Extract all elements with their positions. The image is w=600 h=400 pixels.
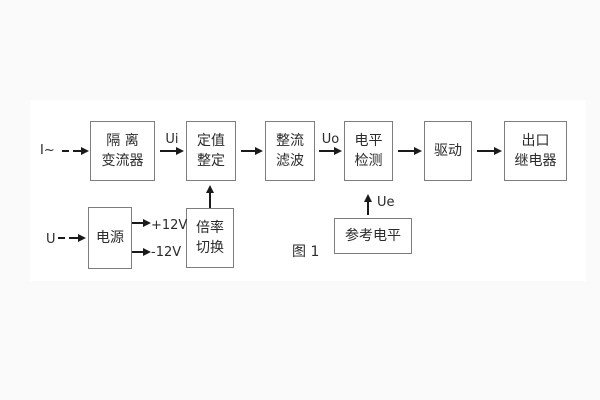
node-ratio-line2: 切换	[196, 240, 224, 256]
node-power-line1: 电源	[96, 230, 124, 246]
node-reference-level: 参考电平	[334, 218, 412, 254]
node-isolation-line1: 隔 离	[106, 133, 139, 149]
node-rectify-line1: 整流	[276, 133, 304, 149]
node-setting-line2: 整定	[197, 153, 225, 169]
arrow-input-voltage	[58, 233, 86, 243]
node-setting-line1: 定值	[197, 133, 225, 149]
node-drive: 驱动	[424, 121, 472, 181]
figure-caption: 图 1	[292, 244, 320, 260]
node-reference-line1: 参考电平	[345, 228, 401, 244]
node-setting: 定值 整定	[186, 121, 236, 181]
node-isolation-transformer: 隔 离 变流器	[90, 121, 155, 181]
node-relay-line1: 出口	[521, 133, 550, 149]
arrow-drive-to-relay	[477, 146, 502, 156]
label-input-current: I~	[40, 143, 55, 158]
node-isolation-line2: 变流器	[101, 153, 144, 169]
arrow-ratio-to-setting	[205, 185, 215, 208]
label-input-voltage: U	[46, 232, 56, 247]
arrow-isolation-to-setting	[160, 146, 184, 156]
label-uo: Uo	[321, 132, 340, 147]
node-level-line2: 检测	[354, 153, 383, 169]
arrow-level-to-drive	[398, 146, 422, 156]
node-output-relay: 出口 继电器	[504, 121, 567, 181]
arrow-setting-to-rectify	[241, 146, 263, 156]
arrow-rectify-to-level	[319, 146, 342, 156]
node-rectify-line2: 滤波	[276, 153, 304, 169]
node-rectify-filter: 整流 滤波	[265, 121, 315, 181]
node-relay-line2: 继电器	[514, 153, 557, 169]
node-level-detect: 电平 检测	[344, 121, 393, 181]
node-power-supply: 电源	[88, 207, 132, 269]
label-ui: Ui	[165, 132, 179, 147]
node-level-line1: 电平	[354, 133, 383, 149]
label-plus-12v: +12V	[151, 218, 188, 233]
arrow-power-plus12	[132, 218, 151, 228]
label-minus-12v: -12V	[151, 245, 182, 260]
label-ue: Ue	[377, 195, 395, 210]
node-drive-line1: 驱动	[434, 143, 462, 159]
arrow-reference-to-level	[363, 194, 373, 215]
arrow-input-current	[62, 146, 89, 156]
arrow-power-minus12	[132, 247, 151, 257]
node-ratio-switch: 倍率 切换	[186, 208, 234, 268]
node-ratio-line1: 倍率	[196, 220, 224, 236]
